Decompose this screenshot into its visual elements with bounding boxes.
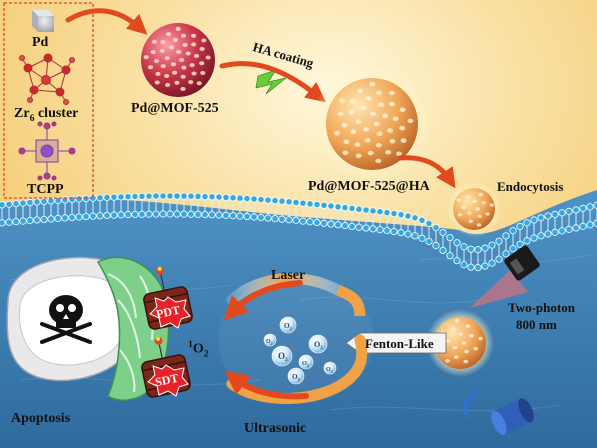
pd-cube-icon: [32, 10, 54, 32]
tcpp-molecule-icon: [18, 121, 76, 181]
svg-text:O2: O2: [284, 322, 292, 331]
ultrasound-transducer-icon: [462, 387, 534, 436]
zr6-cluster-icon: [19, 53, 75, 105]
svg-text:O2: O2: [292, 373, 300, 382]
svg-text:O2: O2: [326, 367, 333, 374]
label-laser: Laser: [271, 268, 306, 283]
label-two-photon: Two-photon: [508, 300, 575, 315]
sdt-burst-badge: [147, 364, 189, 397]
endocytosis-nanoparticle: [446, 181, 502, 237]
component-box: [3, 2, 94, 199]
label-endocytosis: Endocytosis: [497, 179, 564, 194]
pdt-burst-badge: [149, 296, 191, 329]
cell-membrane: [0, 192, 597, 272]
laser-device-icon: [470, 245, 540, 308]
label-zr6-cluster: Zr6 cluster: [14, 106, 79, 124]
label-singlet-oxygen: 1O2: [188, 339, 209, 360]
pd-mof-525-nanoparticle: [141, 23, 215, 97]
label-pd: Pd: [32, 35, 49, 50]
label-pd-mof-525: Pd@MOF-525: [131, 101, 219, 116]
label-fenton-like: Fenton-Like: [365, 336, 434, 351]
svg-text:O2: O2: [302, 360, 309, 368]
reaction-cycle: [218, 273, 374, 404]
svg-text:O2: O2: [278, 351, 288, 363]
pd-mof-525-ha-nanoparticle: [312, 64, 432, 184]
laser-arrow: [223, 280, 303, 321]
arrow-to-pd-mof: [65, 8, 148, 35]
label-800nm: 800 nm: [516, 317, 557, 332]
skull-icon: [40, 295, 92, 344]
label-ultrasonic: Ultrasonic: [244, 421, 307, 436]
label-pd-mof-525-ha: Pd@MOF-525@HA: [308, 179, 430, 194]
svg-text:O2: O2: [266, 339, 273, 346]
svg-text:O2: O2: [314, 340, 323, 351]
label-apoptosis: Apoptosis: [11, 411, 71, 426]
label-tcpp: TCPP: [27, 182, 64, 197]
arrow-to-pd-mof-ha: [219, 61, 326, 103]
intracellular-nanoparticle: [426, 309, 494, 377]
arrow-to-endocytosis: [397, 155, 456, 189]
ultrasonic-arrow: [224, 370, 309, 400]
